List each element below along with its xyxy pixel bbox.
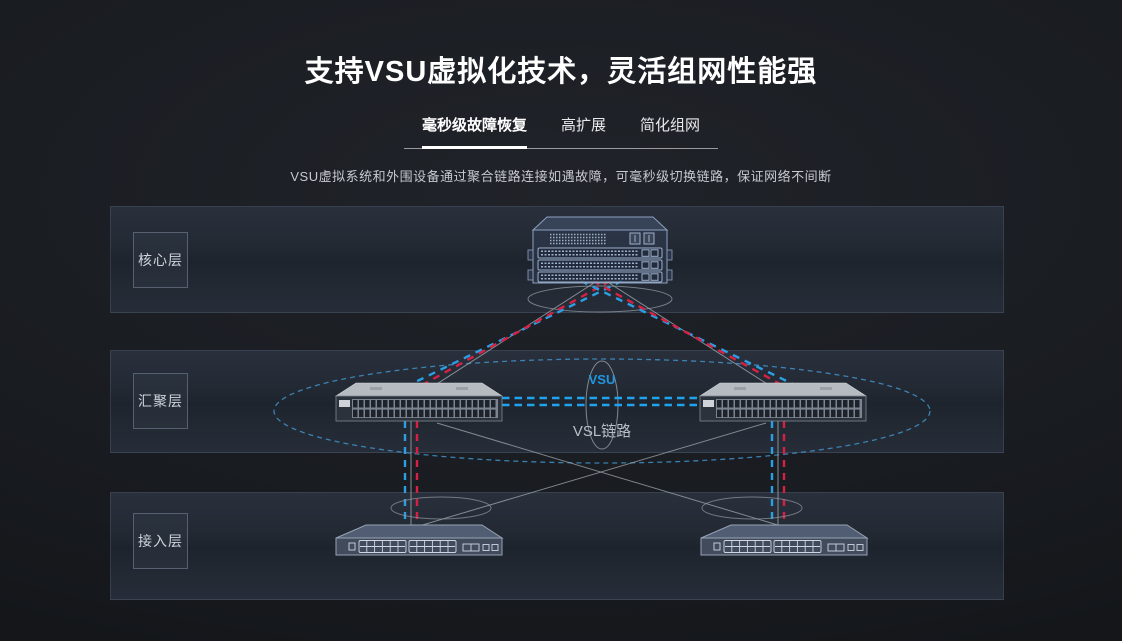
tab-high-scalability[interactable]: 高扩展 — [560, 117, 606, 134]
aggregation-layer-label: 汇聚层 — [133, 373, 188, 429]
access-layer-label: 接入层 — [133, 513, 188, 569]
core-layer-band — [110, 206, 1004, 313]
tab-simplified-networking[interactable]: 简化组网 — [640, 117, 701, 134]
page-title: 支持VSU虚拟化技术，灵活组网性能强 — [304, 56, 818, 88]
feature-tabs: 毫秒级故障恢复 高扩展 简化组网 — [403, 114, 719, 149]
aggregation-layer-band — [110, 350, 1004, 453]
tab-millisecond-recovery[interactable]: 毫秒级故障恢复 — [421, 114, 527, 149]
section-header: 支持VSU虚拟化技术，灵活组网性能强 毫秒级故障恢复 高扩展 简化组网 VSU虚… — [0, 0, 1122, 185]
core-layer-label: 核心层 — [133, 232, 188, 288]
tab-description: VSU虚拟系统和外围设备通过聚合链路连接如遇故障，可毫秒级切换链路，保证网络不间… — [290, 169, 832, 184]
access-layer-band — [110, 492, 1004, 600]
